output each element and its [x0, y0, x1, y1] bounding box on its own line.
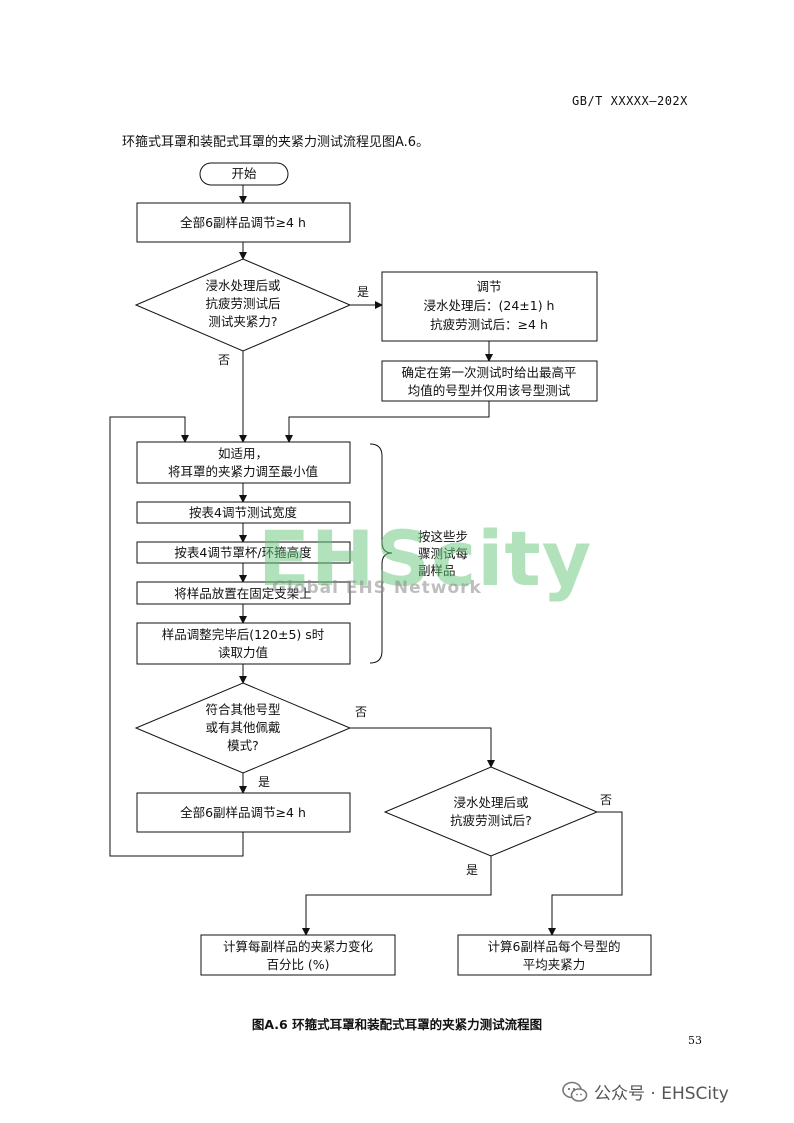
- s4-box: [136, 581, 351, 605]
- label-d2-yes: 是: [258, 775, 270, 789]
- brace-note-line-3: 副样品: [418, 563, 456, 578]
- arrow-loop-back: [109, 416, 244, 857]
- cond-line-2: 浸水处理后：(24±1) h: [424, 298, 555, 313]
- intro-text: 环箍式耳罩和装配式耳罩的夹紧力测试流程见图A.6。: [122, 135, 430, 150]
- d1-line-1: 浸水处理后或: [205, 278, 281, 293]
- n1-box: [136, 202, 351, 243]
- label-d1-no: 否: [218, 353, 230, 367]
- d2-line-1: 符合其他号型: [205, 702, 280, 717]
- d2-line-2: 或有其他佩戴: [205, 720, 280, 735]
- s4-text: 将样品放置在固定支架上: [174, 586, 312, 601]
- arrow-pick-s1: [285, 401, 490, 443]
- arrow-d3-r2: [548, 811, 623, 936]
- standard-number: GB/T XXXXX—202X: [572, 94, 688, 108]
- wechat-footer: 公众号 · EHSCity: [562, 1079, 729, 1104]
- d2-diamond: [134, 682, 352, 774]
- watermark-logo-text: EHScity: [258, 514, 593, 603]
- d1-diamond: [134, 258, 352, 352]
- r1-box: [200, 934, 396, 976]
- label-d3-yes: 是: [466, 863, 478, 877]
- r2-line-2: 平均夹紧力: [523, 957, 586, 972]
- cond-line-1: 调节: [476, 279, 501, 294]
- figure-caption: 图A.6 环箍式耳罩和装配式耳罩的夹紧力测试流程图: [251, 1017, 543, 1032]
- r2-box: [457, 934, 652, 976]
- s5-line-1: 样品调整完毕后(120±5) s时: [162, 627, 325, 642]
- s5-box: [136, 622, 351, 665]
- pick-line-1: 确定在第一次测试时给出最高平: [401, 365, 576, 380]
- brace: [369, 443, 393, 664]
- watermark-subtitle: Global EHS Network: [272, 578, 482, 598]
- s2-text: 按表4调节测试宽度: [189, 505, 297, 520]
- s3-box: [136, 541, 351, 564]
- wechat-account: 公众号 · EHSCity: [594, 1084, 729, 1104]
- r2-line-1: 计算6副样品每个号型的: [488, 939, 621, 954]
- r1-line-2: 百分比 (%): [266, 957, 329, 972]
- d1-line-2: 抗疲劳测试后: [205, 296, 280, 311]
- connectors: [109, 184, 623, 936]
- n2-box: [136, 792, 351, 833]
- d3-line-2: 抗疲劳测试后?: [450, 813, 532, 828]
- start-terminal: [199, 162, 289, 186]
- d2-line-3: 模式?: [227, 738, 259, 753]
- s1-line-1: 如适用，: [218, 446, 268, 461]
- r1-line-1: 计算每副样品的夹紧力变化: [223, 939, 374, 954]
- start-text: 开始: [231, 166, 257, 181]
- label-d2-no: 否: [355, 705, 367, 719]
- arrow-d2-d3: [350, 727, 495, 768]
- cond-line-3: 抗疲劳测试后：≥4 h: [430, 317, 548, 332]
- page-number: 53: [688, 1034, 702, 1047]
- s1-box: [136, 441, 351, 484]
- d1-line-3: 测试夹紧力?: [208, 314, 277, 329]
- pick-line-2: 均值的号型并仅用该号型测试: [408, 383, 571, 398]
- s5-line-2: 读取力值: [218, 645, 268, 660]
- brace-note-line-2: 骤测试每: [418, 546, 468, 561]
- label-d1-yes: 是: [357, 285, 369, 299]
- d3-line-1: 浸水处理后或: [453, 795, 529, 810]
- n1-text: 全部6副样品调节≥4 h: [180, 215, 306, 230]
- pick-box: [381, 360, 598, 402]
- n2-text: 全部6副样品调节≥4 h: [180, 805, 306, 820]
- s3-text: 按表4调节罩杯/环箍高度: [174, 545, 312, 560]
- wechat-icon: [562, 1081, 588, 1102]
- d3-diamond: [383, 766, 599, 857]
- arrow-d3-r1: [302, 856, 492, 936]
- cond-box: [381, 271, 598, 342]
- s2-box: [136, 501, 351, 524]
- brace-note-line-1: 按这些步: [418, 529, 468, 544]
- s1-line-2: 将耳罩的夹紧力调至最小值: [168, 464, 318, 479]
- label-d3-no: 否: [600, 793, 612, 807]
